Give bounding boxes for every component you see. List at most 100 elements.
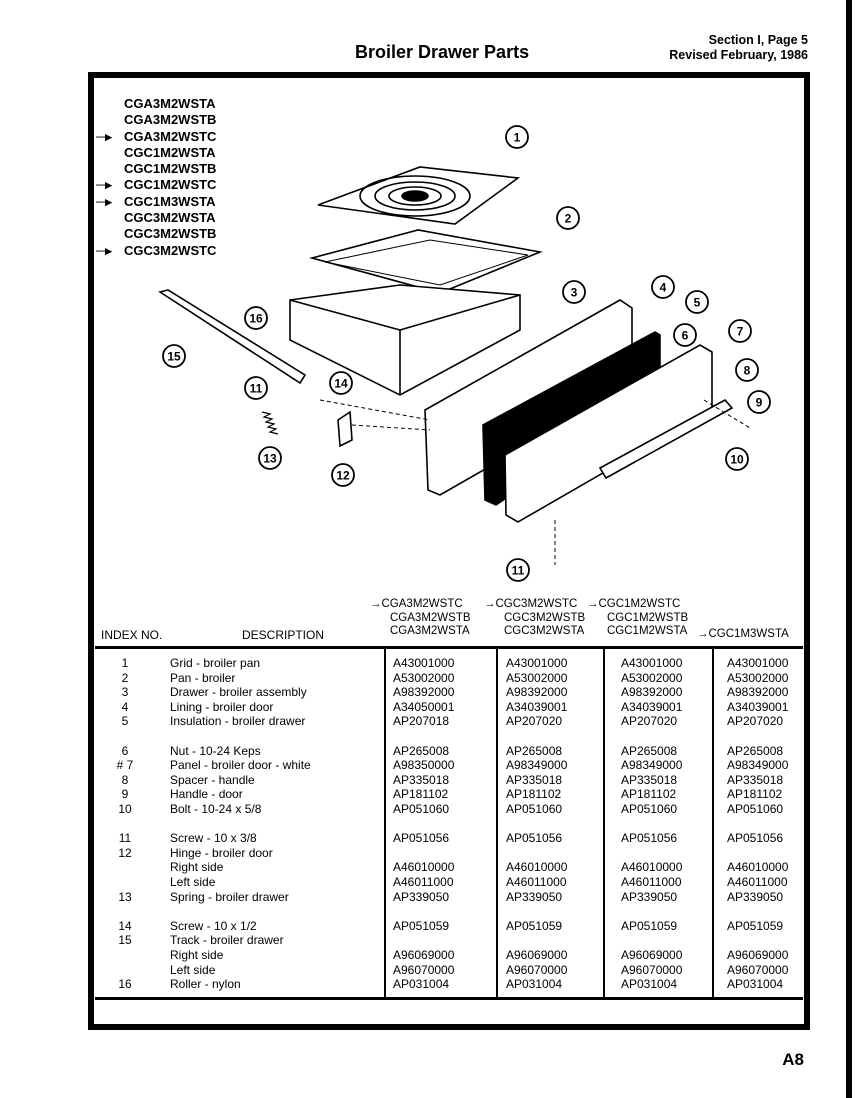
callout-1: 1 [505, 125, 529, 149]
part-number-cell: AP051059 [727, 918, 784, 933]
description-cell: Spacer - handle [170, 772, 255, 787]
callout-16: 16 [244, 306, 268, 330]
column-divider [712, 648, 714, 998]
description-cell: Nut - 10-24 Keps [170, 743, 261, 758]
index-cell [100, 860, 150, 875]
part-number-cell: A96069000 [727, 948, 789, 962]
callout-9: 9 [747, 390, 771, 414]
part-number-cell: A43001000 [621, 656, 683, 670]
part-number-cell: AP339050 [621, 889, 678, 904]
index-cell: 6 [121, 743, 129, 758]
track-shape [158, 289, 307, 385]
part-number-cell: A96069000 [506, 948, 568, 962]
part-number-cell: A34039001 [621, 699, 683, 714]
part-number-cell: AP265008 [393, 743, 450, 758]
spring-shape [261, 411, 279, 435]
callout-6: 6 [673, 323, 697, 347]
page-title: Broiler Drawer Parts [355, 42, 530, 62]
model-item: CGC3M2WSTB [96, 226, 216, 242]
column-header-line: CGC1M2WSTB [607, 611, 689, 624]
description-cell: Hinge - broiler door [170, 845, 273, 860]
part-number-cell: A96070000 [727, 962, 789, 977]
description-cell: Handle - door [170, 787, 243, 802]
part-number-cell: A98392000 [727, 685, 789, 700]
index-cell: 16 [118, 977, 132, 992]
index-cell: 1 [121, 656, 129, 670]
model-name: CGC3M2WSTB [124, 226, 217, 242]
callout-number: 9 [756, 396, 763, 410]
hinge-shape [337, 410, 353, 448]
column-header: →CGC1M3WSTA [697, 628, 789, 642]
part-number-cell: A53002000 [727, 670, 789, 685]
callout-number: 4 [660, 281, 667, 295]
part-number-cell: A46011000 [393, 875, 454, 889]
column-header-line: CGC1M2WSTA [607, 625, 688, 637]
model-name: CGC1M2WSTB [124, 161, 217, 177]
part-number-cell: AP051056 [393, 831, 450, 846]
description-cell: Spring - broiler drawer [170, 889, 289, 904]
callout-7: 7 [728, 319, 752, 343]
arrow-icon: ─▸ [96, 177, 112, 193]
callout-number: 14 [334, 377, 348, 391]
section-info: Section I, Page 5 Revised February, 1986 [669, 33, 808, 63]
part-number-cell: A53002000 [621, 670, 683, 685]
callout-8: 8 [735, 358, 759, 382]
index-cell [100, 729, 150, 744]
column-header-line: →CGA3M2WSTC [370, 598, 463, 610]
part-number-cell: A98349000 [506, 758, 568, 773]
part-number-cell: A43001000 [727, 656, 789, 670]
callout-number: 3 [571, 286, 578, 300]
callout-13: 13 [258, 446, 282, 470]
column-header-line: CGA3M2WSTA [390, 625, 470, 637]
revised-date: Revised February, 1986 [669, 48, 808, 62]
part-number-cell: AP181102 [621, 787, 677, 802]
description-cell: Bolt - 10-24 x 5/8 [170, 802, 262, 816]
callout-15: 15 [162, 344, 186, 368]
arrow-icon: ─▸ [96, 193, 112, 209]
callout-number: 7 [737, 325, 744, 339]
part-number-cell: A96070000 [621, 962, 683, 977]
column-header-line: CGC3M2WSTA [504, 625, 585, 637]
section-label: Section I, Page 5 [708, 33, 808, 47]
column-header-line: →CGC1M2WSTC [587, 598, 681, 610]
part-number-cell: AP335018 [506, 772, 563, 787]
callout-11: 11 [244, 376, 268, 400]
model-name: CGC1M2WSTA [124, 144, 216, 160]
part-number-cell: A98392000 [621, 685, 683, 700]
column-divider [384, 648, 386, 998]
part-number-cell: A96070000 [506, 962, 568, 977]
part-number-cell: A98350000 [393, 758, 455, 773]
description-cell: Screw - 10 x 3/8 [170, 831, 257, 846]
index-cell: 3 [121, 685, 129, 700]
part-number-cell: A46010000 [727, 860, 789, 875]
callout-number: 12 [336, 469, 350, 483]
description-cell: Insulation - broiler drawer [170, 714, 306, 729]
part-number-cell: AP031004 [727, 977, 784, 992]
model-item: CGA3M2WSTA [96, 96, 216, 112]
part-number-cell: AP031004 [506, 977, 563, 992]
part-number-cell: A46011000 [506, 875, 567, 889]
description-cell: Left side [170, 875, 216, 889]
part-number-cell: AP051059 [621, 918, 678, 933]
callout-12: 12 [331, 463, 355, 487]
part-number-cell: AP207020 [506, 714, 563, 729]
index-cell: 4 [121, 699, 129, 714]
callout-14: 14 [329, 371, 353, 395]
pan-shape [308, 229, 543, 294]
description-cell: Left side [170, 962, 216, 977]
callout-10: 10 [725, 447, 749, 471]
description-cell: Track - broiler drawer [170, 933, 284, 948]
part-number-cell: A98349000 [727, 758, 789, 773]
index-cell [100, 817, 150, 832]
callout-number: 8 [744, 364, 751, 378]
model-name: CGC1M3WSTA [124, 193, 216, 209]
callout-11: 11 [506, 558, 530, 582]
part-number-cell: A98392000 [506, 685, 568, 700]
column-divider [603, 648, 605, 998]
index-cell: # 7 [116, 758, 134, 773]
part-number-cell: A46010000 [621, 860, 683, 875]
index-cell: 9 [121, 787, 129, 802]
